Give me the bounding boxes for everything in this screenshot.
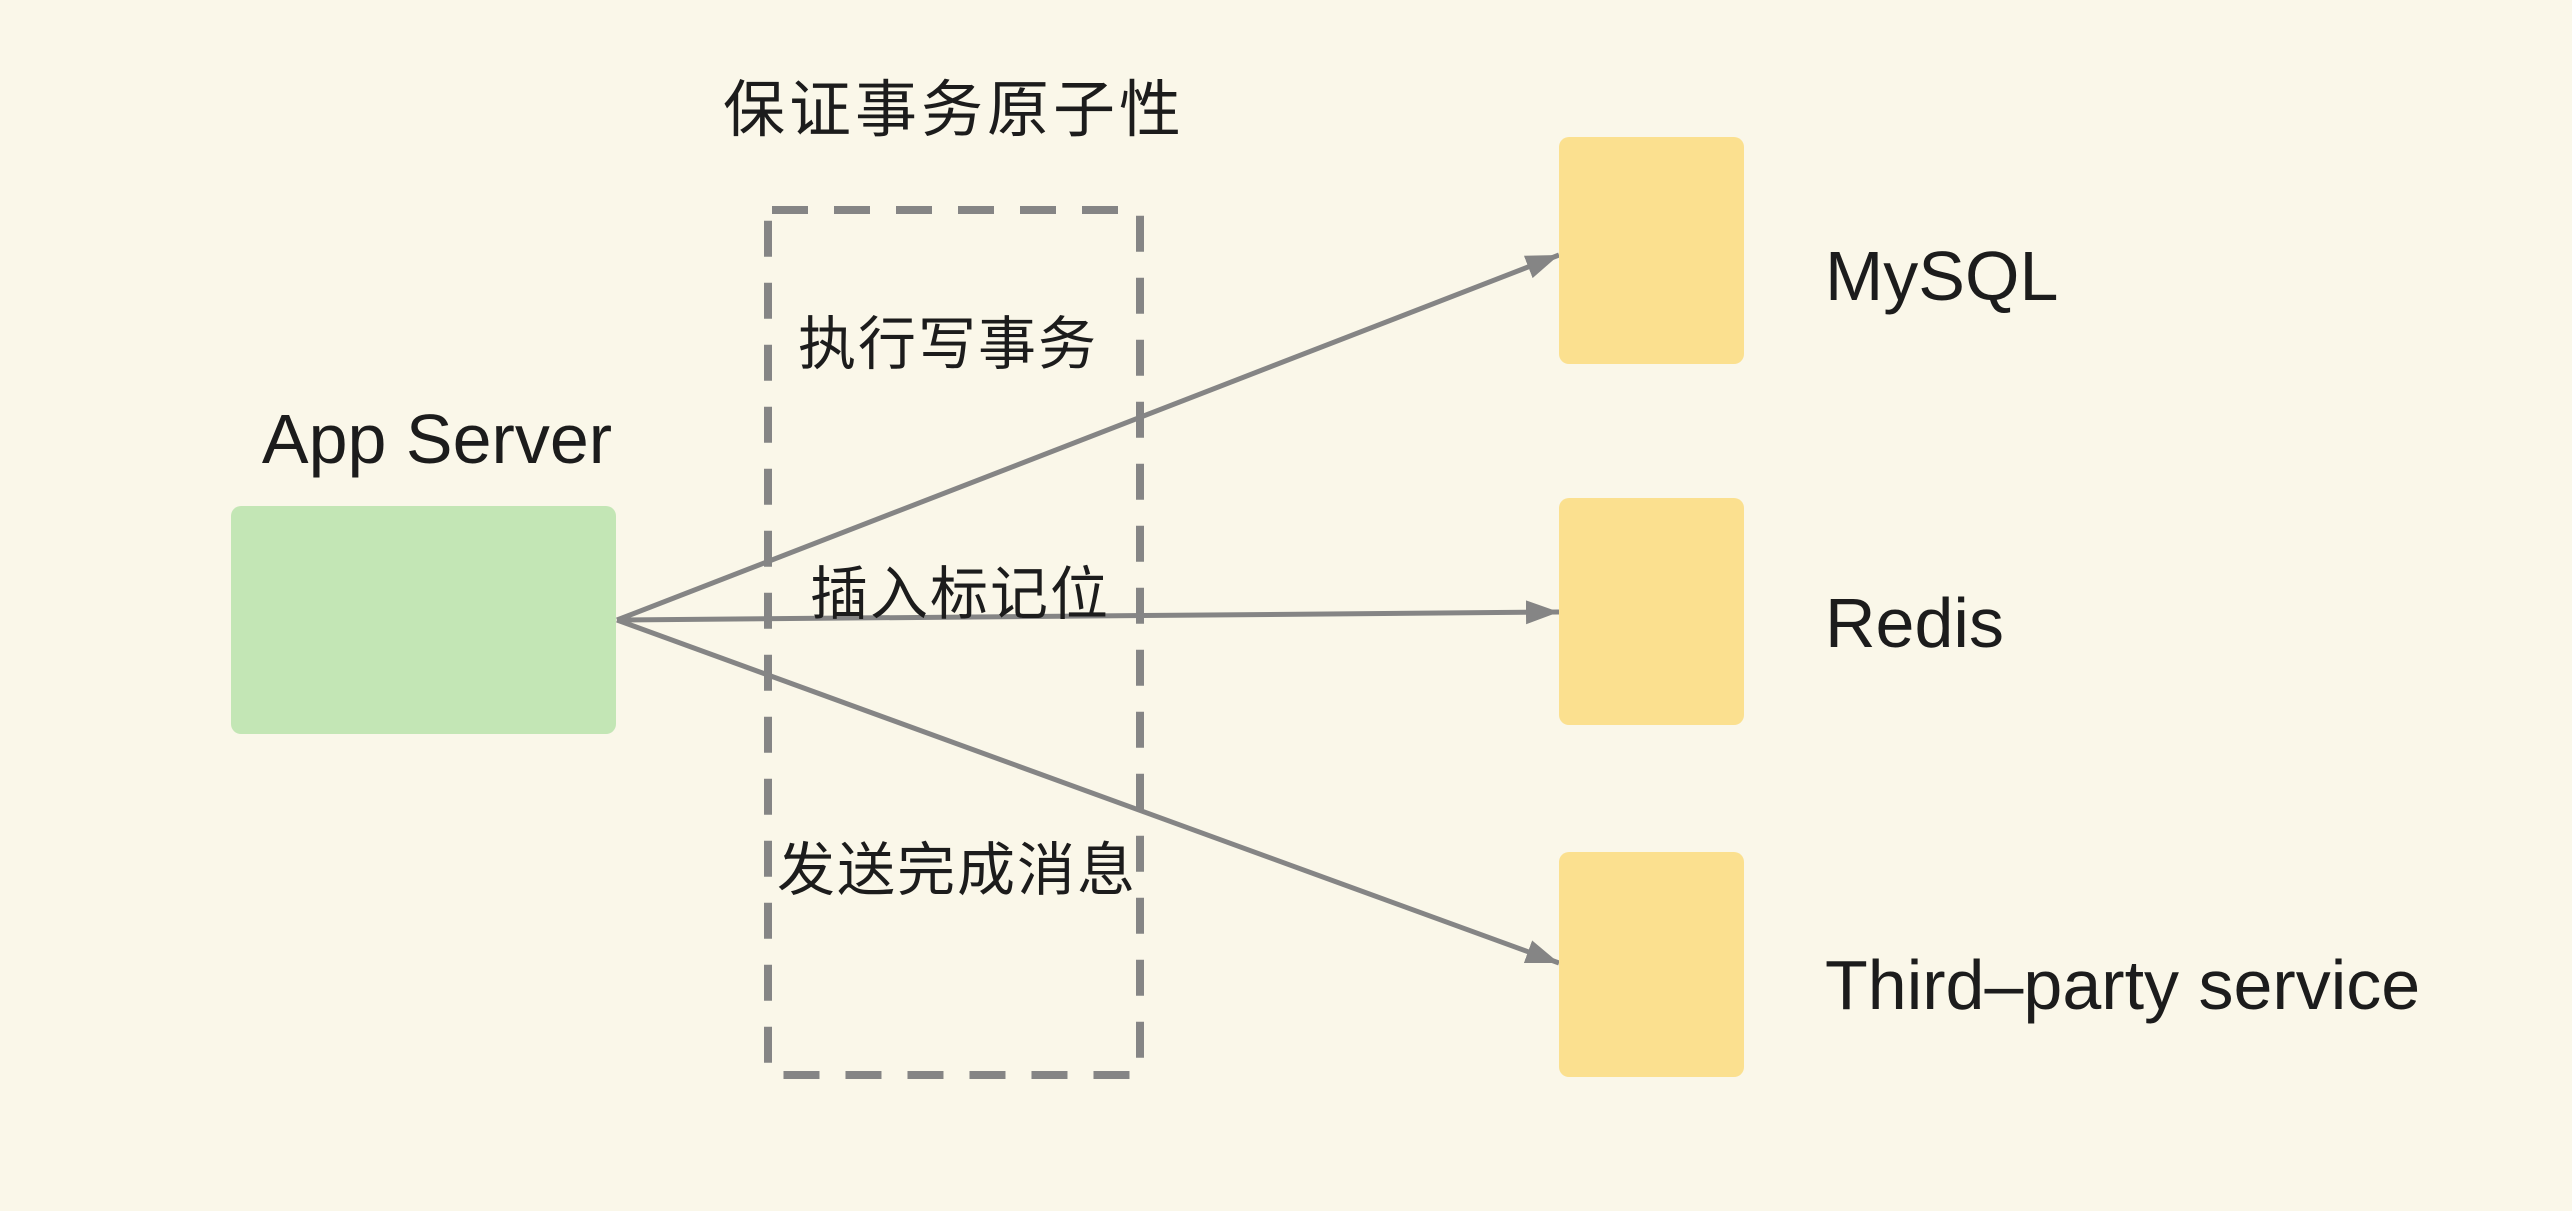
app-server-label: App Server <box>261 400 613 478</box>
atomic-group-caption: 保证事务原子性 <box>722 76 1186 145</box>
step-label-insert-marker: 插入标记位 <box>809 562 1111 627</box>
mysql-node <box>1559 137 1744 364</box>
mysql-label: MySQL <box>1825 237 2059 315</box>
redis-label: Redis <box>1825 584 2004 662</box>
redis-node <box>1559 498 1744 725</box>
third-party-label: Third–party service <box>1825 946 2421 1024</box>
arrow-to-third-party <box>616 617 1560 966</box>
step-label-send-complete-message: 发送完成消息 <box>776 838 1138 903</box>
step-label-write-transaction: 执行写事务 <box>797 312 1099 377</box>
arrow-to-redis <box>616 600 1560 625</box>
third-party-node <box>1559 852 1744 1077</box>
arrow-to-mysql <box>616 252 1560 623</box>
app-server-node <box>231 506 616 734</box>
